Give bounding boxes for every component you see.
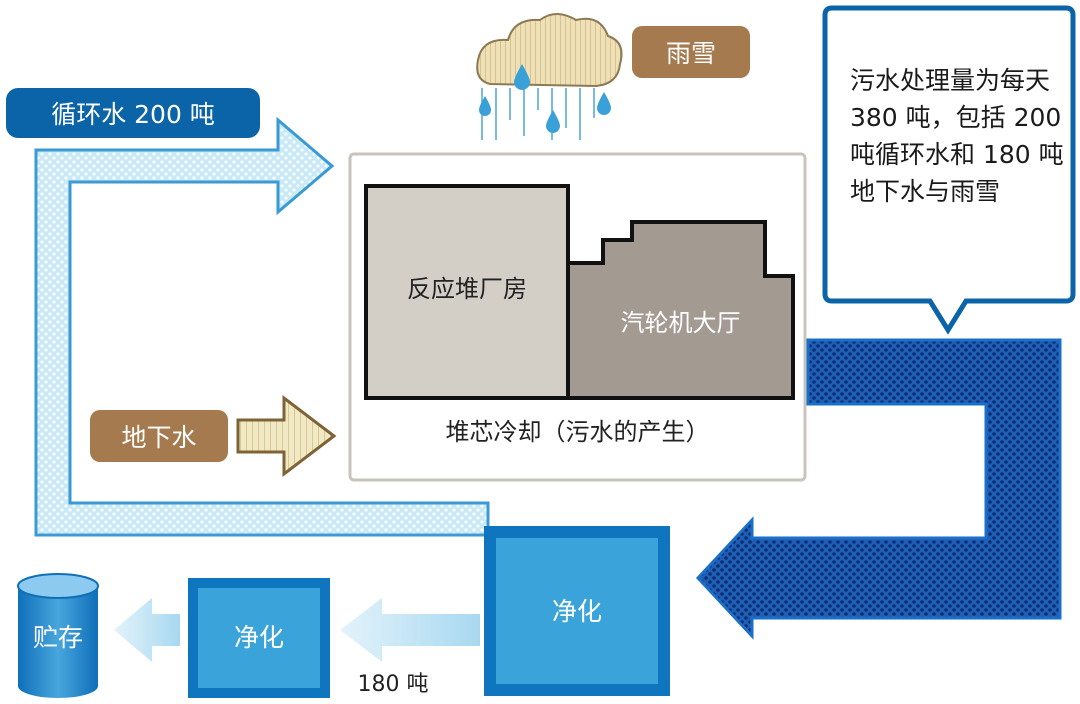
core-cooling-label: 堆芯冷却（污水的产生） (445, 417, 710, 446)
rain-cloud-icon (476, 13, 623, 140)
storage-tank-icon (17, 573, 99, 698)
purify-small-label: 净化 (233, 623, 284, 652)
rain-snow-tag (632, 26, 750, 78)
recycled-water-loop (34, 116, 490, 537)
reactor-building (364, 184, 570, 400)
recycled-water-label: 循环水 200 吨 (51, 100, 215, 129)
reactor-building-label: 反应堆厂房 (407, 274, 527, 303)
storage-label: 贮存 (32, 623, 83, 652)
turbine-hall (566, 220, 795, 400)
purify-large-label: 净化 (551, 597, 602, 626)
groundwater-arrow (236, 394, 337, 478)
groundwater-tag (90, 410, 228, 462)
callout-box (822, 5, 1076, 335)
groundwater-label: 地下水 (121, 423, 197, 452)
flow-arrow-180 (340, 598, 480, 662)
wastewater-flow (695, 338, 1062, 640)
amount-180-label: 180 吨 (357, 672, 429, 697)
rain-snow-label: 雨雪 (665, 39, 716, 68)
callout-text: 污水处理量为每天 380 吨，包括 200 吨循环水和 180 吨地下水与雨雪 (850, 66, 1064, 206)
turbine-hall-label: 汽轮机大厅 (620, 308, 741, 337)
flow-arrow-storage (114, 598, 180, 662)
recycled-water-tag (6, 88, 260, 138)
